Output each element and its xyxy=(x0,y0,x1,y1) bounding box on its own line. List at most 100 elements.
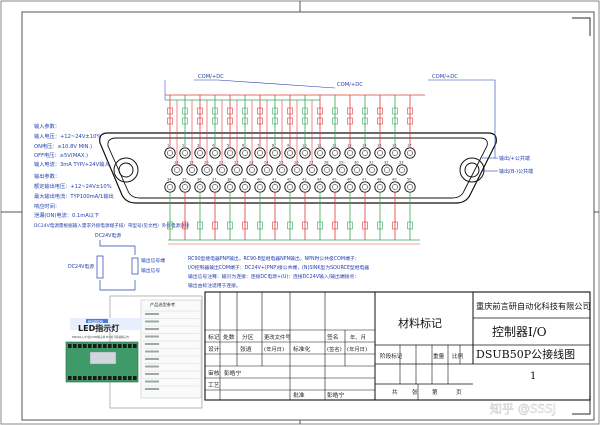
fuse-up-1 xyxy=(167,107,173,115)
pin-10 xyxy=(299,147,311,159)
example-wire-2 xyxy=(99,280,136,291)
tb-label-page-word: 第 xyxy=(432,388,438,396)
tb-label-approve: 批准 xyxy=(293,391,305,399)
example-label-power-left: DC24V电源 xyxy=(68,263,94,270)
pin-contact-9 xyxy=(287,150,293,156)
product-terminal-bottom-9 xyxy=(113,376,117,380)
product-row-cell-9 xyxy=(145,380,159,383)
pin-label-7: 7 xyxy=(257,144,259,148)
product-terminal-bottom-4 xyxy=(88,376,92,380)
pin-contact-21 xyxy=(219,167,225,173)
example-source xyxy=(96,255,104,279)
fuse-down-47 xyxy=(362,221,368,230)
led-up-5 xyxy=(227,117,233,125)
pin-38 xyxy=(224,181,236,193)
output-line-1: 额定输出电压：+12~24V±10% xyxy=(34,182,112,190)
product-terminal-bottom-6 xyxy=(98,376,102,380)
pin-contact-15 xyxy=(377,150,383,156)
desc-line-3: 输出信号注释：输(I)为连接：连接DC电源+(U)：连接DC24V输入/输出端接… xyxy=(188,273,359,280)
pin-11 xyxy=(314,147,326,159)
pin-27 xyxy=(306,164,318,176)
pin-contact-8 xyxy=(272,150,278,156)
tb-label-zone: 分区 xyxy=(242,333,254,341)
pin-33 xyxy=(396,164,408,176)
input-line-2: ON电压：≤10.8V MIN.) xyxy=(34,142,92,150)
product-row-cell-10 xyxy=(145,388,159,390)
com-wire-mid xyxy=(217,79,336,89)
pin-label-11: 11 xyxy=(317,144,322,148)
product-terminal-top-7 xyxy=(103,344,107,348)
tb-reviewer: 彭皓宁 xyxy=(224,369,242,377)
example-label-out-1: 输出信号端 xyxy=(141,257,165,264)
pin-label-42: 42 xyxy=(287,178,292,182)
pin-label-48: 48 xyxy=(377,178,382,182)
fuse-up-9 xyxy=(287,107,293,115)
pin-40 xyxy=(254,181,266,193)
product-terminal-top-4 xyxy=(88,344,92,348)
tb-ymd-2: (年月日) xyxy=(347,345,367,353)
pin-contact-45 xyxy=(332,184,338,190)
pin-37 xyxy=(209,181,221,193)
pin-contact-36 xyxy=(197,184,203,190)
fuse-up-3 xyxy=(197,107,203,115)
pin-label-22: 22 xyxy=(234,161,239,165)
com-label-top-right: COM/+DC xyxy=(432,74,458,80)
pin-16 xyxy=(389,147,401,159)
pin-label-13: 13 xyxy=(347,144,352,148)
pin-contact-44 xyxy=(317,184,323,190)
pin-label-27: 27 xyxy=(309,161,314,165)
tb-label-page-word-2: 页 xyxy=(456,389,462,396)
fuse-down-34 xyxy=(167,221,173,230)
fuse-up-8 xyxy=(272,107,278,115)
product-table-rows xyxy=(143,310,199,390)
pin-contact-33 xyxy=(399,167,405,173)
desc-line-1: RC90型继电器PNP输出，RC90-B型继电器NPN输出，NPN时公共极COM… xyxy=(188,255,359,262)
mount-hole-right-inner xyxy=(464,162,480,178)
pin-contact-49 xyxy=(392,184,398,190)
tb-label-date: 年、月 xyxy=(350,333,366,341)
tb-label-review: 审核 xyxy=(208,369,220,377)
pin-48 xyxy=(374,181,386,193)
pin-contact-40 xyxy=(257,184,263,190)
pin-label-19: 19 xyxy=(189,161,194,165)
led-up-10 xyxy=(302,117,308,125)
pin-contact-50 xyxy=(407,184,413,190)
product-terminal-top-2 xyxy=(78,344,82,348)
pin-label-1: 1 xyxy=(167,144,169,148)
pin-contact-39 xyxy=(242,184,248,190)
product-row-cell-5 xyxy=(145,350,159,353)
watermark: 知乎 @SSSJ xyxy=(490,402,556,416)
product-terminal-top-3 xyxy=(83,344,87,348)
pin-label-21: 21 xyxy=(219,161,224,165)
product-terminal-top-12 xyxy=(128,344,132,348)
pin-label-40: 40 xyxy=(257,178,262,182)
fuse-down-49 xyxy=(392,221,398,230)
example-wire-1 xyxy=(99,240,136,255)
product-terminal-bottom-13 xyxy=(133,376,137,380)
pin-15 xyxy=(374,147,386,159)
corner-mark-top-right xyxy=(572,17,591,36)
led-up-14 xyxy=(362,117,368,125)
pin-contact-2 xyxy=(182,150,188,156)
pin-6 xyxy=(239,147,251,159)
pin-20 xyxy=(201,164,213,176)
product-brand: 继电器模组 xyxy=(88,318,103,323)
product-reference: 产品选型参考 继电器模组 LED指示灯 50P/16入/17出/COM端子排 P… xyxy=(65,295,203,409)
tb-approver: 彭皓宁 xyxy=(327,391,345,399)
pin-29 xyxy=(336,164,348,176)
description-block: RC90型继电器PNP输出，RC90-B型继电器NPN输出，NPN时公共极COM… xyxy=(188,255,369,289)
tb-label-ratio: 比例 xyxy=(452,352,464,360)
product-title: LED指示灯 xyxy=(78,323,119,333)
pin-label-43: 43 xyxy=(302,178,307,182)
wires-layer xyxy=(164,80,425,245)
fuse-down-36 xyxy=(197,221,203,230)
pin-19 xyxy=(186,164,198,176)
tb-label-sheets: 张 xyxy=(412,388,418,396)
product-row-cell-2 xyxy=(145,328,159,330)
led-up-12 xyxy=(332,117,338,125)
pin-contact-5 xyxy=(227,150,233,156)
product-terminal-bottom-3 xyxy=(83,376,87,380)
pin-label-41: 41 xyxy=(272,178,277,182)
